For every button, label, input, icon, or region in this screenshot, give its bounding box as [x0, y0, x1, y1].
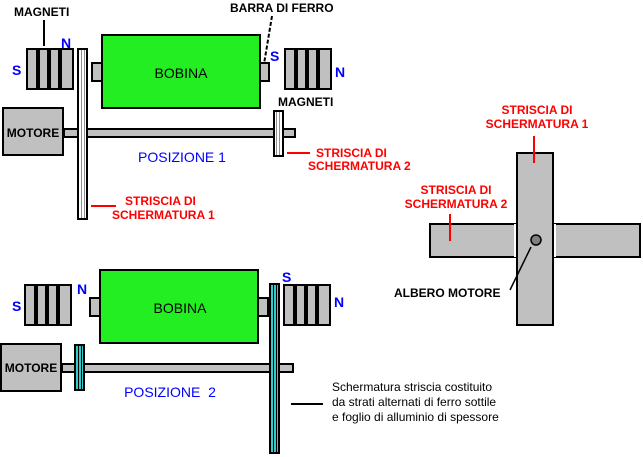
position-1-label: POSIZIONE 1: [138, 149, 226, 165]
coil-core-left: [91, 62, 103, 82]
right-magnet-2-n-pole: N: [334, 294, 344, 310]
side-view-group: STRISCIA DI SCHERMATURA 1 STRISCIA DI SC…: [394, 103, 641, 326]
side-strip-1-label-line2: SCHERMATURA 1: [486, 117, 589, 131]
strip-2-label-line2: SCHERMATURA 2: [308, 159, 411, 173]
right-magnet-n-pole: N: [335, 64, 345, 80]
right-magnet-s-pole: S: [270, 48, 279, 64]
iron-bar-pointer: [263, 15, 273, 65]
motor-label: MOTORE: [7, 126, 59, 140]
coil-2: [99, 269, 259, 344]
left-magnet-2: [24, 284, 72, 326]
left-magnet-n-pole: N: [61, 35, 71, 51]
shaft-label: ALBERO MOTORE: [394, 286, 500, 300]
left-magnet: [26, 48, 74, 90]
side-strip-2-label-line1: STRISCIA DI: [421, 183, 492, 197]
shield-strip-2-pos2: [74, 344, 85, 391]
shaft-hub: [530, 234, 542, 246]
shield-strip-1-pos2: [269, 283, 280, 454]
shield-strip-2: [273, 110, 284, 157]
strip-2-label-line1: STRISCIA DI: [316, 146, 387, 160]
motor-shaft: [63, 128, 296, 138]
right-magnets-label: MAGNETI: [278, 95, 333, 109]
coil-2-label: BOBINA: [154, 300, 208, 316]
coil-label: BOBINA: [155, 65, 209, 81]
side-strip-2-label-line2: SCHERMATURA 2: [405, 197, 508, 211]
left-magnet-2-n-pole: N: [77, 281, 87, 297]
right-magnet: [284, 48, 332, 90]
motor-2-shaft: [61, 363, 294, 373]
magnets-label: MAGNETI: [14, 5, 69, 19]
position-1-group: MAGNETI S N BOBINA BARRA DI FERRO S N MA…: [2, 1, 411, 222]
iron-bar-label: BARRA DI FERRO: [230, 1, 334, 15]
position-2-label: POSIZIONE 2: [124, 384, 216, 400]
strip-1-label-line2: SCHERMATURA 1: [112, 208, 215, 222]
shield-strip-1: [77, 48, 88, 220]
left-magnet-2-s-pole: S: [12, 298, 21, 314]
note-line2: da strati alternati di ferro sottile: [332, 395, 496, 409]
note-line1: Schermatura striscia costituito: [332, 380, 492, 394]
left-magnet-s-pole: S: [12, 62, 21, 78]
shaft-pointer: [509, 246, 532, 291]
note-line3: e foglio di alluminio di spessore: [332, 410, 499, 424]
side-strip-1-label-line1: STRISCIA DI: [502, 103, 573, 117]
right-magnet-2: [283, 284, 331, 326]
motor-2-label: MOTORE: [5, 361, 57, 375]
coil-2-core-right: [257, 297, 269, 317]
strip-1-label-line1: STRISCIA DI: [125, 194, 196, 208]
position-2-group: S N BOBINA S N MOTORE POSIZIONE 2 Scherm…: [0, 269, 499, 454]
coil-2-core-left: [89, 297, 101, 317]
motor: [2, 107, 64, 156]
right-magnet-2-s-pole: S: [282, 269, 291, 285]
coil: [101, 34, 261, 109]
